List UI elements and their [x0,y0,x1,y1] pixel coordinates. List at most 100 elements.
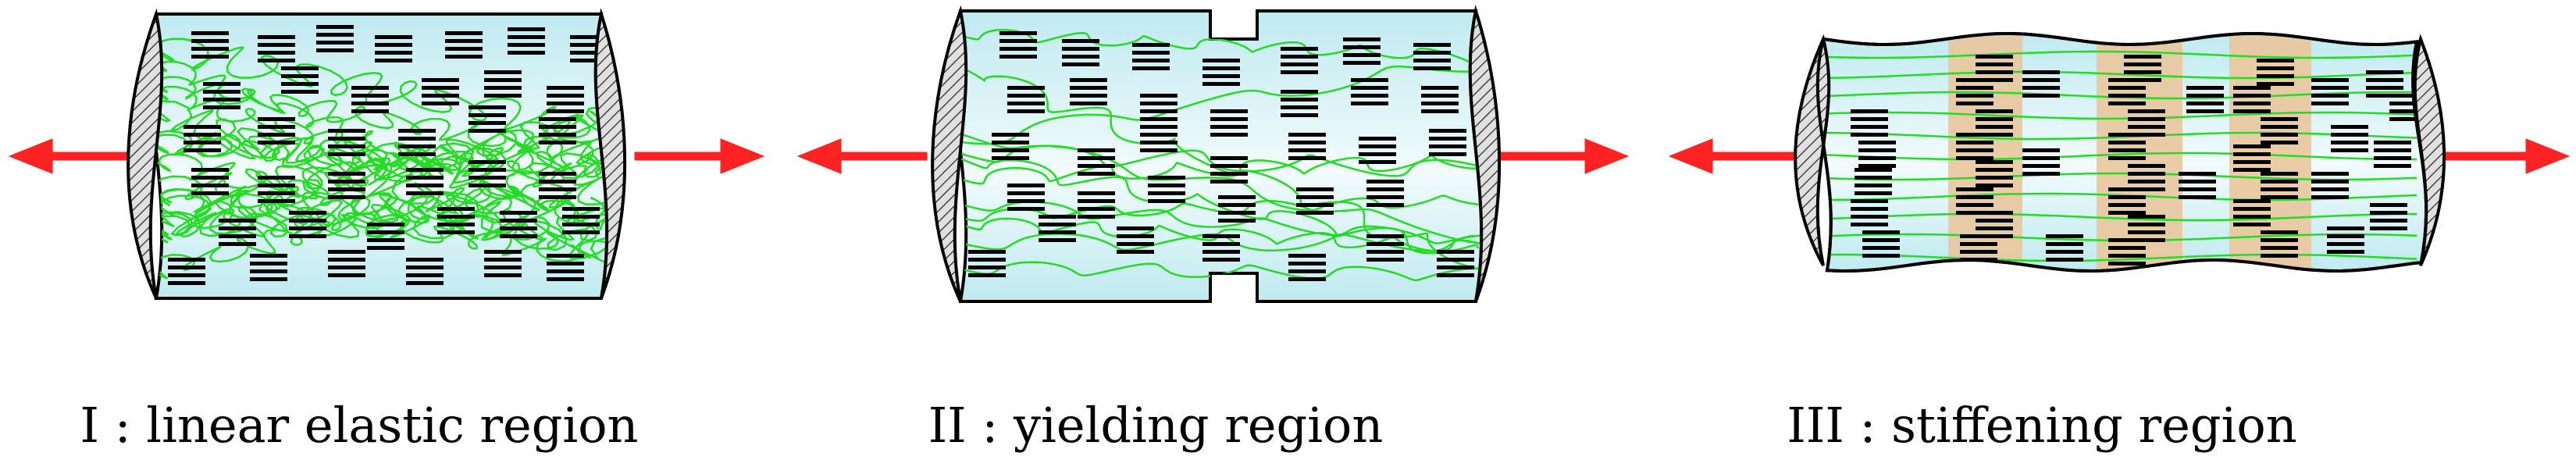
crystallite-lamella [2108,187,2146,215]
crystallite-lamella [398,129,436,156]
crystallite-lamella [1429,129,1466,156]
crystallite-lamella [508,27,545,55]
crystallite-lamella [1202,59,1240,86]
crystallite-lamella [1956,187,1993,215]
crystallite-lamella [1062,39,1099,66]
crystallite-lamella [1851,109,1888,137]
cut-face-right [1468,5,1502,302]
crystallite-lamella [1366,234,1404,262]
crystallite-lamella [2261,230,2298,258]
arrow-right-icon [1498,138,1630,174]
polymer-chain [1817,50,2417,59]
crystallite-lamella [992,133,1029,160]
polymer-chain [150,136,607,204]
arrow-right-icon [634,138,765,174]
crystallite-lamella [1288,133,1326,160]
crystallite-lamella [469,160,506,187]
cut-face-left [1794,34,1831,266]
crystallite-lamella [328,250,365,277]
cut-face-left [931,5,968,302]
crystallite-lamella [1218,195,1256,223]
crystallite-lamella [1421,86,1459,113]
polymer-chain [1817,111,2417,120]
crystallite-lamella [2374,141,2411,168]
label-stiffening: III : stiffening region [1787,397,2297,454]
polymer-chain [1817,212,2417,222]
cut-face-left [126,8,164,299]
crystallite-lamella [1140,125,1178,152]
polymer-chain [1817,253,2417,262]
polymer-chain [150,211,607,242]
polymer-chain [1817,131,2417,141]
crystallite-lamella [1351,78,1388,105]
crystallite-lamella [1140,94,1178,121]
crystallite-lamella [2108,238,2146,266]
polymer-chain [150,99,607,261]
crystallite-lamella [406,258,444,285]
crystallite-lamella [289,211,326,238]
crystallites [968,31,1474,281]
crystallite-lamella [1070,78,1107,105]
crystallite-lamella [203,82,240,109]
crystallite-lamella [2108,78,2146,105]
polymer-chain [150,153,607,259]
crystallite-lamella [484,250,522,277]
crystallite-lamella [562,207,600,234]
arrow-left-icon [8,138,139,174]
crystallite-lamella [2370,203,2407,230]
crystallite-lamella [1281,90,1318,117]
crystallite-lamella [2022,70,2060,98]
arrow-left-icon [796,138,928,174]
polymer-chain [1817,70,2417,80]
polymer-chain [954,155,1480,255]
polymer-chain [1817,151,2417,161]
crystallite-lamella [1288,254,1326,281]
crystallite-lamella [1007,184,1045,211]
crystallite-lamella [422,78,459,105]
crystallite-lamella [1855,168,1892,195]
crystallite-lamella [2022,148,2060,176]
crystallite-lamella [2327,226,2364,254]
specimen-outline [1815,31,2428,273]
crystallite-lamella [1413,43,1451,70]
crystallite-lamella [539,172,576,199]
crystallite-lamella [1210,156,1248,184]
crystallite-lamella [258,35,295,62]
arrow-right-icon [2442,138,2571,174]
crystallite-lamella [328,129,365,156]
crystallite-lamella [1956,78,1993,105]
crystallite-lamella [1202,234,1240,262]
crystallite-lamella [1851,199,1888,226]
crystallite-lamella [547,86,584,113]
crystallite-lamella [1366,180,1404,207]
crystallite-lamella [2128,215,2165,242]
crystallite-lamella [2046,234,2083,262]
polymer-chain [150,179,607,241]
crystallite-lamella [1078,148,1115,176]
crystallite-lamella [351,86,389,113]
panel-yielding [796,5,1630,303]
crystallite-lamella [375,35,412,62]
crystallite-lamella [2233,144,2271,172]
crystallite-lamella [1039,215,1076,242]
crystallite-lamella [2389,94,2427,121]
crystallite-lamella [1359,137,1396,164]
crystallite-lamella [2128,164,2165,191]
crystallite-lamella [1976,55,2013,82]
crystallite-lamella [1343,37,1381,65]
crystallites [168,25,607,285]
polymer-chain [954,154,1482,185]
crystallite-lamella [2128,109,2165,137]
polymer-chain [954,144,1482,177]
polymer-chains [1817,50,2417,262]
polymer-chain [150,109,607,228]
crystallite-lamella [328,172,365,199]
panel-linear-elastic [8,8,765,300]
cut-face-right [593,8,627,299]
crystallite-lamella [1007,86,1045,113]
crystallite-lamella [1281,47,1318,74]
crystallite-lamella [183,125,221,152]
polymer-chain [1817,192,2417,201]
crystallite-lamella [2186,86,2224,113]
